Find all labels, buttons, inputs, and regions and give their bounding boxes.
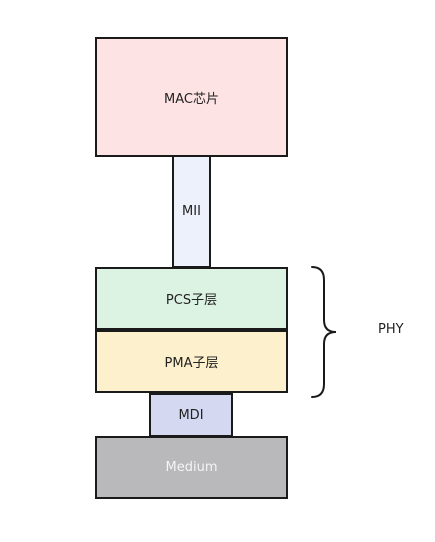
mdi-interface-block: MDI <box>149 393 233 437</box>
pcs-sublayer-label: PCS子层 <box>165 293 218 308</box>
pma-sublayer-label: PMA子层 <box>164 356 219 371</box>
medium-block: Medium <box>95 436 288 499</box>
mdi-interface-label: MDI <box>178 407 204 423</box>
mii-interface-block: MII <box>172 155 211 268</box>
mii-interface-label: MII <box>182 204 201 219</box>
medium-label: Medium <box>165 460 218 475</box>
pcs-sublayer-block: PCS子层 <box>95 267 288 330</box>
phy-group-label: PHY <box>378 322 404 337</box>
mac-chip-label: MAC芯片 <box>164 91 219 107</box>
phy-group-brace <box>311 266 337 398</box>
pma-sublayer-block: PMA子层 <box>95 330 288 393</box>
mac-chip-block: MAC芯片 <box>95 37 288 157</box>
